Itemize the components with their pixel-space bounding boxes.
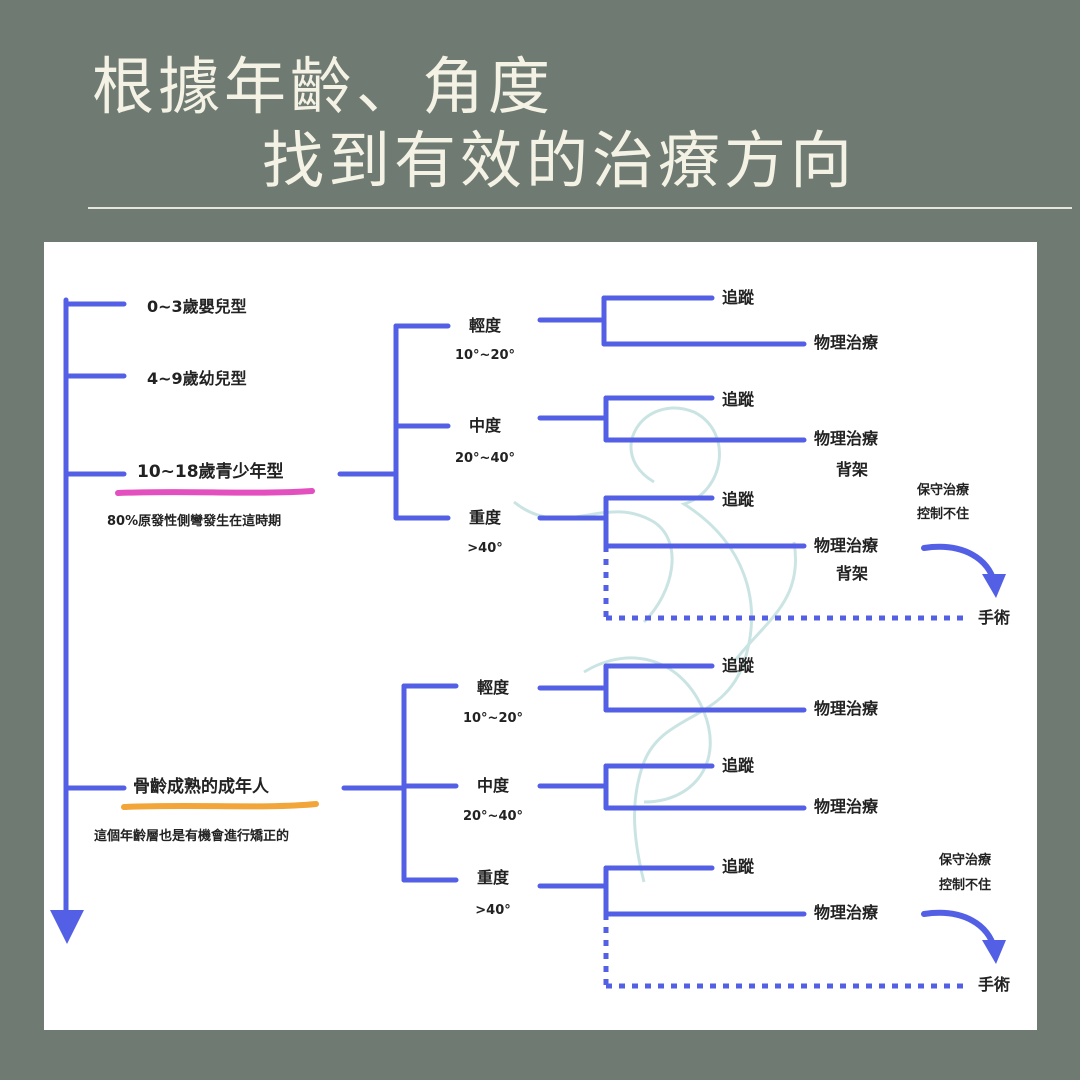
teen-mild-pt: 物理治療 (814, 333, 879, 352)
adult-moderate-pt: 物理治療 (814, 797, 879, 816)
teen-moderate-range: 20°~40° (454, 451, 516, 466)
adult-mild-outcomes (537, 663, 807, 713)
adult-moderate-outcomes (537, 763, 807, 811)
teen-moderate-pt: 物理治療 (814, 429, 879, 448)
teen-severe-track: 追蹤 (722, 490, 755, 509)
teen-moderate-label: 中度 (468, 416, 502, 435)
teen-mild-label: 輕度 (468, 316, 502, 335)
flowchart-panel: 0~3歲嬰兒型 4~9歲幼兒型 10~18歲青少年型 80%原發性側彎發生在這時… (44, 242, 1037, 1030)
adult-moderate-label: 中度 (476, 776, 510, 795)
adult-moderate-track: 追蹤 (722, 756, 755, 775)
adult-mild-label: 輕度 (476, 678, 510, 697)
age-group-adult: 骨齡成熟的成年人 (133, 777, 269, 797)
teen-mild-range: 10°~20° (454, 348, 516, 363)
age-group-child: 4~9歲幼兒型 (147, 369, 247, 388)
adult-surgery: 手術 (978, 975, 1011, 994)
teen-moderate-track: 追蹤 (722, 390, 755, 409)
age-group-infant: 0~3歲嬰兒型 (147, 297, 247, 316)
page-title-line-2: 找到有效的治療方向 (262, 124, 857, 197)
adult-note: 這個年齡層也是有機會進行矯正的 (94, 829, 290, 844)
adult-moderate-range: 20°~40° (462, 809, 524, 824)
watermark-figure (513, 406, 797, 883)
adult-fallback-note-1: 保守治療 (939, 853, 992, 868)
adult-severe-label: 重度 (476, 868, 510, 887)
adult-mild-track: 追蹤 (722, 656, 755, 675)
teen-moderate-brace: 背架 (836, 460, 869, 479)
adult-severe-track: 追蹤 (722, 857, 755, 876)
adult-severe-pt: 物理治療 (814, 903, 879, 922)
age-group-teen: 10~18歲青少年型 (137, 462, 284, 482)
teen-mild-track: 追蹤 (722, 288, 755, 307)
adult-severe-range: >40° (475, 903, 511, 918)
age-trunk (50, 297, 127, 944)
page-title-line-1: 根據年齡、角度 (92, 50, 555, 123)
teen-surgery: 手術 (978, 608, 1011, 627)
adult-severity-bracket (341, 683, 459, 883)
teen-note: 80%原發性側彎發生在這時期 (107, 514, 282, 529)
title-divider (88, 207, 1072, 209)
teen-mild-outcomes (537, 295, 807, 347)
teen-fallback-note-2: 控制不住 (917, 507, 970, 522)
teen-moderate-outcomes (537, 395, 807, 443)
adult-mild-range: 10°~20° (462, 711, 524, 726)
teen-severe-outcomes (537, 495, 1006, 621)
teen-fallback-note-1: 保守治療 (917, 483, 970, 498)
flowchart-lines (50, 295, 1006, 989)
teen-severe-pt: 物理治療 (814, 536, 879, 555)
adult-mild-pt: 物理治療 (814, 699, 879, 718)
teen-severe-brace: 背架 (836, 564, 869, 583)
teen-severe-label: 重度 (468, 508, 502, 527)
adult-highlight (121, 801, 319, 810)
adult-fallback-note-2: 控制不住 (939, 878, 992, 893)
teen-highlight (115, 488, 315, 496)
teen-severe-range: >40° (467, 541, 503, 556)
adult-severe-outcomes (537, 865, 1006, 989)
teen-severity-bracket (337, 323, 451, 521)
